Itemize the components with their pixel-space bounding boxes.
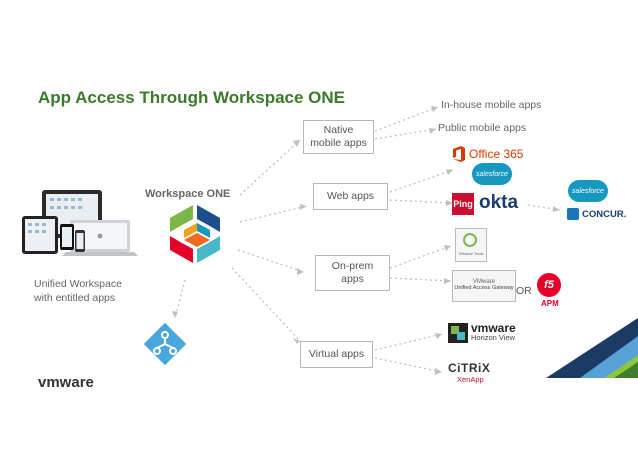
apm-label: APM (541, 299, 559, 308)
office365-text: Office 365 (469, 147, 524, 161)
horizon-icon (448, 323, 468, 343)
salesforce-right-text: salesforce (572, 187, 604, 195)
laptop-tablet-phone-devices-icon (22, 190, 138, 256)
or-label: OR (516, 285, 532, 297)
workspace-one-logo-icon (170, 205, 220, 263)
uag-text: Unified Access Gateway (454, 285, 514, 291)
office-icon (453, 146, 465, 162)
citrix-text: CiTRiX (448, 361, 491, 375)
concur-logo: CONCUR. (567, 208, 626, 220)
unified-access-gateway-logo: VMware Unified Access Gateway (452, 270, 516, 302)
ping-identity-logo: Ping (452, 193, 474, 215)
salesforce-logo: salesforce (472, 163, 512, 185)
virtual-apps-box: Virtual apps (300, 341, 373, 368)
web-apps-label: Web apps (326, 190, 375, 202)
in-house-mobile-apps-label: In-house mobile apps (441, 99, 542, 111)
native-line-1: Native (323, 124, 354, 136)
concur-text: CONCUR. (582, 208, 627, 220)
concur-icon (567, 208, 579, 220)
xenapp-text: XenApp (457, 375, 484, 384)
vmware-footer-logo: vmware (38, 374, 94, 391)
identity-manager-icon (144, 323, 186, 365)
okta-logo: okta (479, 192, 519, 213)
ping-text: Ping (453, 199, 473, 209)
native-mobile-apps-box: Native mobile apps (303, 120, 374, 154)
page-title: App Access Through Workspace ONE (38, 88, 346, 107)
workspace-one-label: Workspace ONE (145, 188, 231, 200)
horizon-vmware-text: vmware (471, 321, 516, 335)
web-apps-box: Web apps (313, 183, 388, 210)
unified-line-1: Unified Workspace (34, 278, 122, 290)
horizon-view-text: Horizon View (471, 333, 516, 342)
public-mobile-apps-label: Public mobile apps (438, 122, 527, 134)
f5-text: f5 (544, 279, 554, 291)
vmware-tools-icon: VMware Tools (455, 228, 487, 262)
native-line-2: mobile apps (310, 137, 367, 149)
uag-vmware-text: VMware (472, 279, 495, 285)
onprem-line-1: On-prem (331, 260, 374, 272)
virtual-apps-label: Virtual apps (308, 348, 365, 360)
vmware-horizon-logo: vmware Horizon View (448, 321, 516, 343)
vmware-tools-text: VMware Tools (458, 251, 484, 256)
citrix-xenapp-logo: CiTRiX XenApp (448, 361, 491, 385)
on-prem-apps-box: On-prem apps (315, 255, 390, 291)
salesforce-text: salesforce (476, 170, 508, 178)
office365-logo: Office 365 (452, 146, 523, 162)
f5-logo: f5 (537, 273, 561, 297)
salesforce-logo-right: salesforce (568, 180, 608, 202)
unified-line-2: with entitled apps (34, 292, 116, 304)
unified-workspace-label: Unified Workspace with entitled apps (34, 277, 122, 305)
onprem-line-2: apps (341, 273, 364, 285)
